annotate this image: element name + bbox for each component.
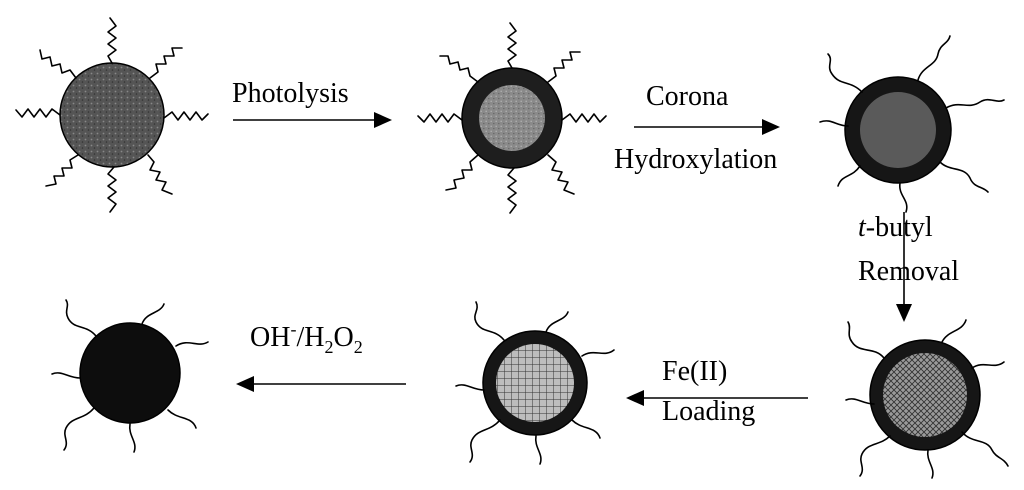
label-removal: Removal xyxy=(858,256,959,287)
particle-1-star-polymer xyxy=(15,17,209,213)
particle-4-core xyxy=(883,353,967,437)
label-o: O xyxy=(333,322,353,353)
particle-5-core xyxy=(496,344,574,422)
label-oh-sup: - xyxy=(290,319,296,339)
particle-1-arms xyxy=(15,17,209,213)
arrow-oh-h2o2: OH-/H2O2 xyxy=(236,319,406,392)
label-oh: OH xyxy=(250,322,290,353)
particle-3-core xyxy=(860,92,936,168)
label-tbutyl: t-butyl xyxy=(858,212,933,243)
particle-6-oxidized xyxy=(51,299,209,453)
particle-2-core-shell xyxy=(417,22,607,214)
label-sub-2b: 2 xyxy=(354,337,363,357)
particle-4-deprotected xyxy=(845,319,1009,479)
label-sub-2a: 2 xyxy=(324,337,333,357)
label-h: /H xyxy=(296,322,324,353)
particle-3-arms xyxy=(819,35,1005,213)
particle-4-arms xyxy=(845,319,1009,479)
label-photolysis: Photolysis xyxy=(232,78,349,109)
particle-6-core xyxy=(79,322,181,424)
label-hydroxylation: Hydroxylation xyxy=(614,144,777,175)
label-tbutyl-italic: t xyxy=(858,212,867,243)
arrow-corona-hydroxylation: Corona Hydroxylation xyxy=(614,81,780,175)
particle-5-fe-loaded xyxy=(455,301,615,465)
label-corona: Corona xyxy=(646,81,729,112)
particle-2-arms xyxy=(417,22,607,214)
arrow-photolysis: Photolysis xyxy=(232,78,392,128)
label-fe-ii: Fe(II) xyxy=(662,356,727,387)
particle-3-hydroxylated xyxy=(819,35,1005,213)
label-oh-h2o2: OH-/H2O2 xyxy=(250,319,363,357)
label-loading: Loading xyxy=(662,396,755,427)
particle-2-core xyxy=(479,85,545,151)
particle-5-arms xyxy=(455,301,615,465)
label-tbutyl-rest: -butyl xyxy=(866,212,933,243)
arrow-fe-loading: Fe(II) Loading xyxy=(626,356,808,427)
arrow-tbutyl-removal: t-butyl Removal xyxy=(858,212,959,322)
particle-6-arms xyxy=(51,299,209,453)
